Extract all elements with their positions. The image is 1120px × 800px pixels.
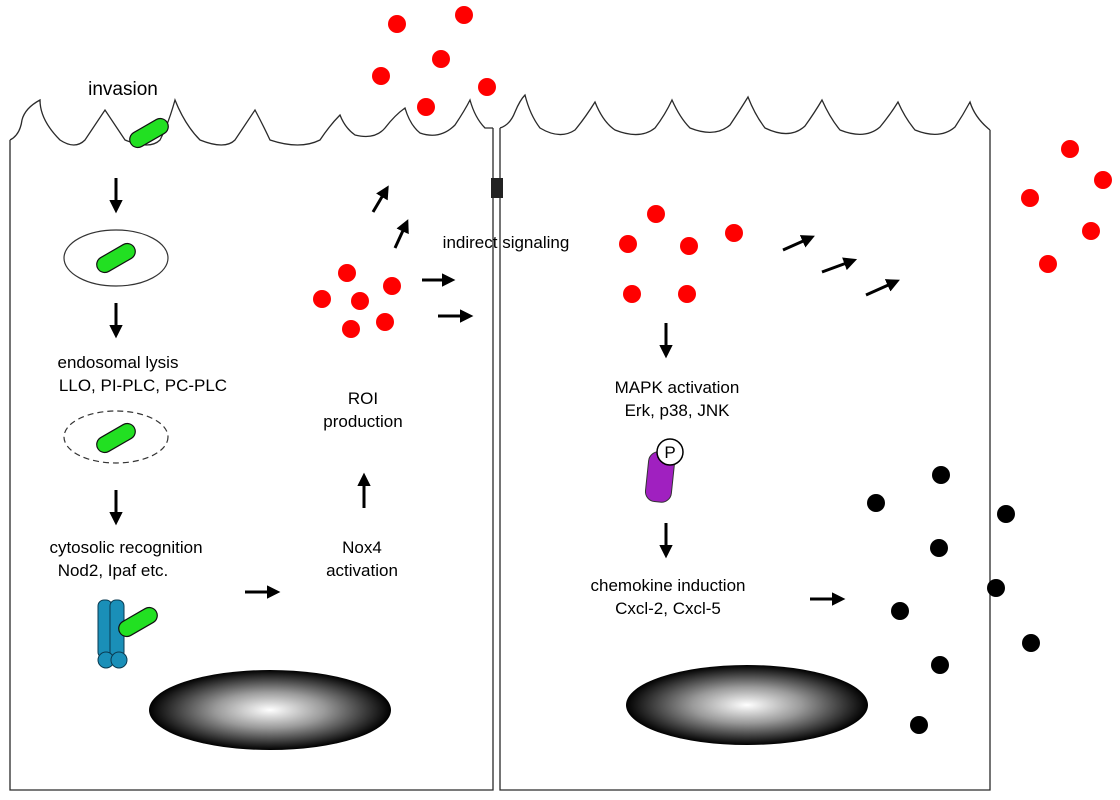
nucleus-right: [626, 665, 868, 745]
arrow-diag-right-1: [782, 235, 815, 252]
receptor-icon: [97, 599, 128, 669]
roi-particles-left: [313, 264, 401, 338]
endosomal-lysis-label: endosomal lysis: [58, 353, 179, 372]
bacterium-icon: [96, 242, 136, 274]
right-cell: [499, 93, 991, 791]
mapk-factors-label: Erk, p38, JNK: [625, 401, 731, 420]
right-cell-microvilli: [499, 93, 991, 791]
arrow-diag-right-3: [865, 279, 900, 297]
roi-particles-right: [619, 205, 743, 303]
bacterium-icon: [118, 606, 158, 638]
roi-label: ROI: [348, 389, 378, 408]
bacterium-icon: [129, 117, 169, 149]
roi-production-label: production: [323, 412, 402, 431]
arrow-diag-right-2: [821, 257, 858, 274]
bacterium-icon: [96, 422, 136, 454]
indirect-signaling-label: indirect signaling: [443, 233, 570, 252]
roi-particles-outside-right: [1021, 140, 1112, 273]
mapk-activation-label: MAPK activation: [615, 378, 740, 397]
chemokine-induction-label: chemokine induction: [591, 576, 746, 595]
nox4-activation-label: activation: [326, 561, 398, 580]
cytosolic-recognition-label: cytosolic recognition: [49, 538, 202, 557]
phospho-label: P: [664, 443, 675, 462]
cytosolic-recognition-factors: Nod2, Ipaf etc.: [58, 561, 169, 580]
chemokine-factors-label: Cxcl-2, Cxcl-5: [615, 599, 721, 618]
left-cell-microvilli: [9, 97, 494, 791]
invasion-label: invasion: [88, 79, 158, 100]
arrow-diag-up-2: [393, 219, 409, 249]
lysed-endosome-icon: [63, 410, 169, 464]
junction-icon: [491, 178, 503, 198]
nucleus-left: [149, 670, 391, 750]
nox4-label: Nox4: [342, 538, 382, 557]
endosomal-lysis-factors: LLO, PI-PLC, PC-PLC: [59, 376, 227, 395]
roi-particles-top: [372, 6, 496, 116]
chemokine-particles: [867, 466, 1040, 734]
left-cell: [9, 97, 494, 791]
arrow-diag-up-1: [371, 185, 389, 213]
mapk-icon: P: [644, 438, 684, 503]
